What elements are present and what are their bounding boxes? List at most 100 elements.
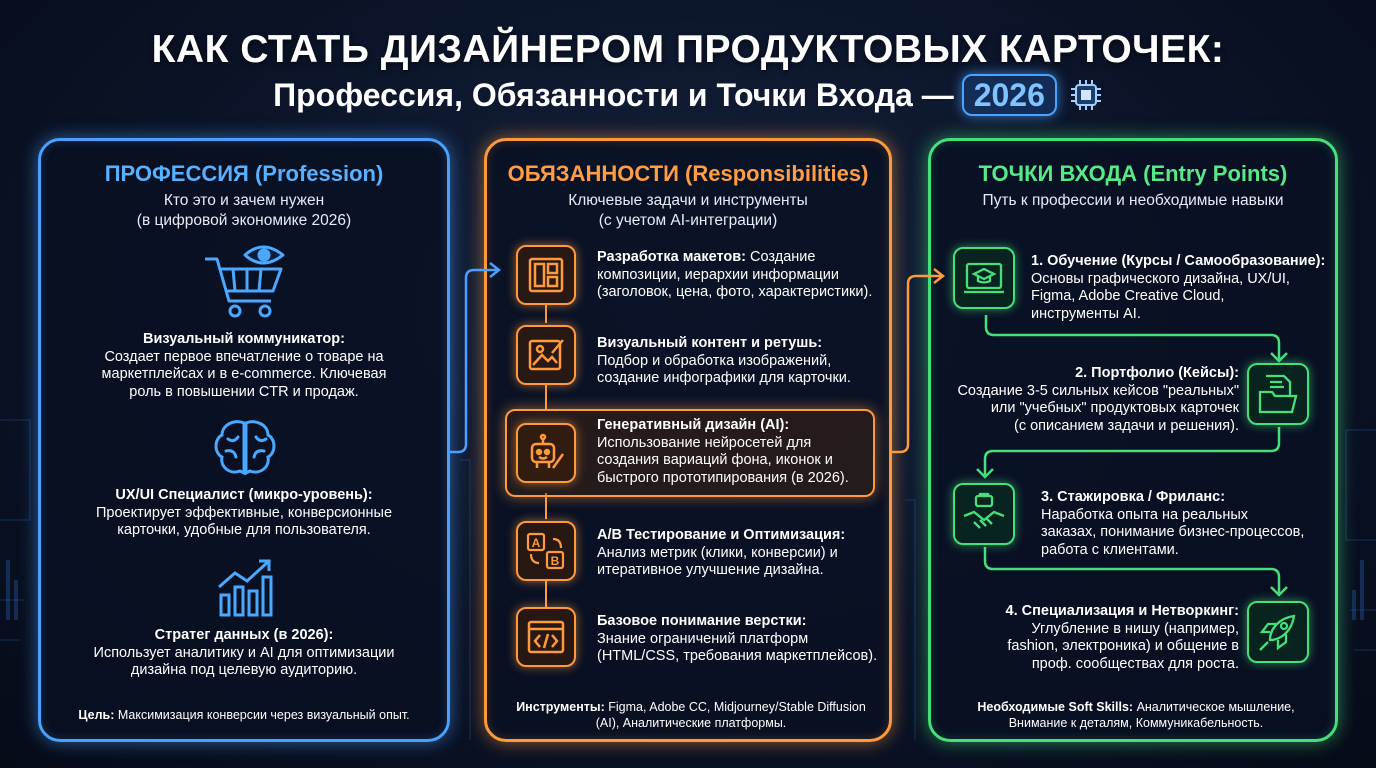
profession-item-1-line2: маркетплейсах и в e-commerce. Ключевая xyxy=(101,366,387,382)
entry-points-panel: ТОЧКИ ВХОДА (Entry Points) Путь к профес… xyxy=(928,138,1338,742)
responsibility-item-1-line2: композиции, иерархии информации xyxy=(597,266,839,283)
entry-icon-box-4 xyxy=(1247,601,1309,663)
responsibility-item-2-line3: создание инфографики для карточки. xyxy=(597,370,851,386)
year-badge: 2026 xyxy=(961,74,1057,116)
responsibility-icon-box-3 xyxy=(516,423,576,483)
entry-step-4: 4. Специализация и Нетворкинг: Углублени… xyxy=(935,603,1239,673)
responsibilities-subtitle-line2: (с учетом AI-интеграции) xyxy=(598,212,778,229)
entry-step-2: 2. Портфолио (Кейсы): Создание 3-5 сильн… xyxy=(935,365,1239,435)
entry-step-1-line2: Основы графического дизайна, UX/UI, xyxy=(1031,270,1290,287)
entry-step-3-line2: Наработка опыта на реальных xyxy=(1041,506,1249,523)
profession-item-3-title: Стратег данных (в 2026): xyxy=(154,627,334,643)
entry-points-heading: ТОЧКИ ВХОДА (Entry Points) xyxy=(978,161,1288,186)
profession-goal-label: Цель: xyxy=(78,708,115,722)
growth-chart-icon xyxy=(218,559,273,617)
responsibility-item-1-title-rest: Создание xyxy=(750,249,816,265)
profession-item-2: UX/UI Специалист (микро-уровень): Проект… xyxy=(51,487,437,540)
portfolio-folder-icon xyxy=(1258,374,1298,414)
handshake-briefcase-icon xyxy=(963,492,1005,529)
profession-subtitle-line1: Кто это и зачем нужен xyxy=(163,192,325,209)
responsibilities-subtitle-line1: Ключевые задачи и инструменты xyxy=(568,192,808,209)
entry-icon-box-2 xyxy=(1247,363,1309,425)
tools-line2: (AI), Аналитические платформы. xyxy=(595,716,787,730)
responsibility-item-5-line3: (HTML/CSS, требования маркетплейсов). xyxy=(597,648,878,664)
profession-item-1: Визуальный коммуникатор: Создает первое … xyxy=(51,331,437,401)
responsibility-item-4: A/B Тестирование и Оптимизация: Анализ м… xyxy=(597,527,889,580)
entry-step-4-title: 4. Специализация и Нетворкинг: xyxy=(1005,603,1239,619)
responsibilities-connector xyxy=(545,305,547,607)
profession-subtitle: Кто это и зачем нужен (в цифровой эконом… xyxy=(41,191,447,231)
responsibility-item-3: Генеративный дизайн (AI): Использование … xyxy=(597,417,877,487)
entry-step-2-line4: (с описанием задачи и решения). xyxy=(1014,417,1239,434)
responsibility-icon-box-5 xyxy=(516,607,576,667)
responsibility-item-2-line2: Подбор и обработка изображений, xyxy=(597,352,832,369)
soft-skills-line2: Внимание к деталям, Коммуникабельность. xyxy=(1008,716,1264,730)
entry-icon-box-1 xyxy=(953,247,1015,309)
robot-pencil-icon xyxy=(530,433,565,469)
soft-skills-text1: Аналитическое мышление, xyxy=(1136,700,1295,714)
page-subtitle: Профессия, Обязанности и Точки Входа — 2… xyxy=(0,74,1376,116)
entry-icon-box-3 xyxy=(953,483,1015,545)
page-subtitle-text: Профессия, Обязанности и Точки Входа — xyxy=(273,76,954,113)
responsibilities-tools: Инструменты: Figma, Adobe CC, Midjourney… xyxy=(497,699,885,731)
layout-grid-icon xyxy=(528,257,564,293)
responsibility-icon-box-2 xyxy=(516,325,576,385)
rocket-icon xyxy=(1259,614,1296,651)
entry-step-1-line3: Figma, Adobe Creative Cloud, xyxy=(1031,288,1225,304)
responsibility-item-5: Базовое понимание верстки: Знание ограни… xyxy=(597,613,889,666)
entry-step-1-title: 1. Обучение (Курсы / Самообразование): xyxy=(1031,253,1326,269)
responsibility-item-5-line2: Знание ограничений платформ xyxy=(597,630,809,647)
image-edit-icon xyxy=(528,339,564,371)
shopping-cart-eye-icon xyxy=(205,245,285,318)
entry-step-3-title: 3. Стажировка / Фриланс: xyxy=(1041,489,1226,505)
entry-step-1: 1. Обучение (Курсы / Самообразование): О… xyxy=(1031,253,1331,323)
entry-step-3: 3. Стажировка / Фриланс: Наработка опыта… xyxy=(1041,489,1331,559)
code-window-icon xyxy=(527,620,565,654)
entry-step-4-line4: проф. сообществах для роста. xyxy=(1031,655,1239,672)
entry-step-2-line2: Создание 3-5 сильных кейсов "реальных" xyxy=(957,382,1239,399)
entry-step-1-line4: инструменты AI. xyxy=(1031,305,1141,322)
svg-text:A: A xyxy=(532,536,541,550)
responsibility-item-1-title: Разработка макетов: xyxy=(597,249,746,265)
entry-points-flow xyxy=(976,315,1288,597)
responsibility-icon-box-1 xyxy=(516,245,576,305)
brain-icon xyxy=(214,420,276,476)
online-course-icon xyxy=(964,262,1004,294)
profession-subtitle-line2: (в цифровой экономике 2026) xyxy=(136,212,352,229)
responsibility-item-4-title: A/B Тестирование и Оптимизация: xyxy=(597,527,846,543)
entry-points-subtitle: Путь к профессии и необходимые навыки xyxy=(982,192,1284,209)
profession-goal-text: Максимизация конверсии через визуальный … xyxy=(117,708,410,722)
entry-step-4-line2: Углубление в нишу (например, xyxy=(1031,620,1239,637)
responsibility-item-5-title: Базовое понимание верстки: xyxy=(597,613,807,629)
tools-label: Инструменты: xyxy=(516,700,605,714)
responsibility-item-4-line2: Анализ метрик (клики, конверсии) и xyxy=(597,544,838,561)
profession-heading: ПРОФЕССИЯ (Profession) xyxy=(104,161,384,186)
profession-item-1-line3: роль в повышении CTR и продаж. xyxy=(129,383,359,400)
responsibility-item-3-line3: создания вариаций фона, иконок и xyxy=(597,452,833,468)
entry-step-2-line3: или "учебных" продуктовых карточек xyxy=(990,400,1239,416)
responsibilities-subtitle: Ключевые задачи и инструменты (с учетом … xyxy=(487,191,889,231)
profession-item-1-title: Визуальный коммуникатор: xyxy=(143,331,345,347)
responsibility-item-3-line2: Использование нейросетей для xyxy=(597,434,812,451)
responsibility-item-2-title: Визуальный контент и ретушь: xyxy=(597,335,823,351)
responsibility-item-2: Визуальный контент и ретушь: Подбор и об… xyxy=(597,335,889,388)
profession-item-3-line2: дизайна под целевую аудиторию. xyxy=(130,662,358,678)
profession-item-3-line1: Использует аналитику и AI для оптимизаци… xyxy=(93,644,395,661)
profession-panel: ПРОФЕССИЯ (Profession) Кто это и зачем н… xyxy=(38,138,450,742)
profession-item-2-line1: Проектирует эффективные, конверсионные xyxy=(95,504,393,521)
responsibility-icon-box-4: A B xyxy=(516,521,576,581)
responsibility-item-1-line3: (заголовок, цена, фото, характеристики). xyxy=(597,284,873,300)
profession-item-1-line1: Создает первое впечатление о товаре на xyxy=(104,348,384,365)
profession-item-3: Стратег данных (в 2026): Использует анал… xyxy=(51,627,437,680)
profession-item-2-title: UX/UI Специалист (микро-уровень): xyxy=(115,487,373,503)
soft-skills-label: Необходимые Soft Skills: xyxy=(977,700,1134,714)
ab-test-icon: A B xyxy=(526,532,565,570)
svg-text:B: B xyxy=(551,554,560,568)
profession-goal: Цель: Максимизация конверсии через визуа… xyxy=(51,707,437,723)
profession-item-2-line2: карточки, удобные для пользователя. xyxy=(117,522,371,538)
responsibilities-panel: ОБЯЗАННОСТИ (Responsibilities) Ключевые … xyxy=(484,138,892,742)
entry-step-2-title: 2. Портфолио (Кейсы): xyxy=(1075,365,1239,381)
microchip-icon xyxy=(1070,80,1101,110)
tools-line1: Figma, Adobe CC, Midjourney/Stable Diffu… xyxy=(608,700,866,714)
responsibility-item-3-title: Генеративный дизайн (AI): xyxy=(597,417,790,433)
